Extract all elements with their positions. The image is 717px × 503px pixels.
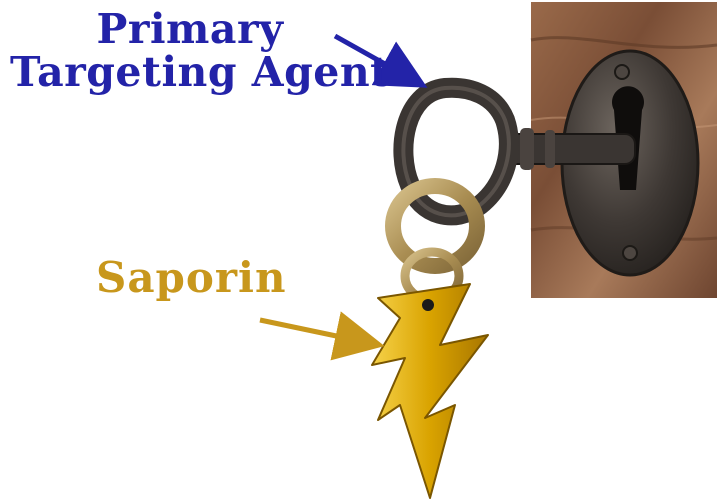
primary-label-line2: Targeting Agent bbox=[10, 48, 390, 97]
saporin-label: Saporin bbox=[96, 253, 287, 302]
primary-arrow bbox=[333, 33, 428, 88]
primary-targeting-agent-label: Primary Targeting Agent bbox=[10, 5, 390, 97]
lightning-bolt-icon bbox=[371, 283, 489, 499]
saporin-arrow bbox=[259, 311, 385, 361]
primary-label-line1: Primary bbox=[96, 5, 284, 53]
